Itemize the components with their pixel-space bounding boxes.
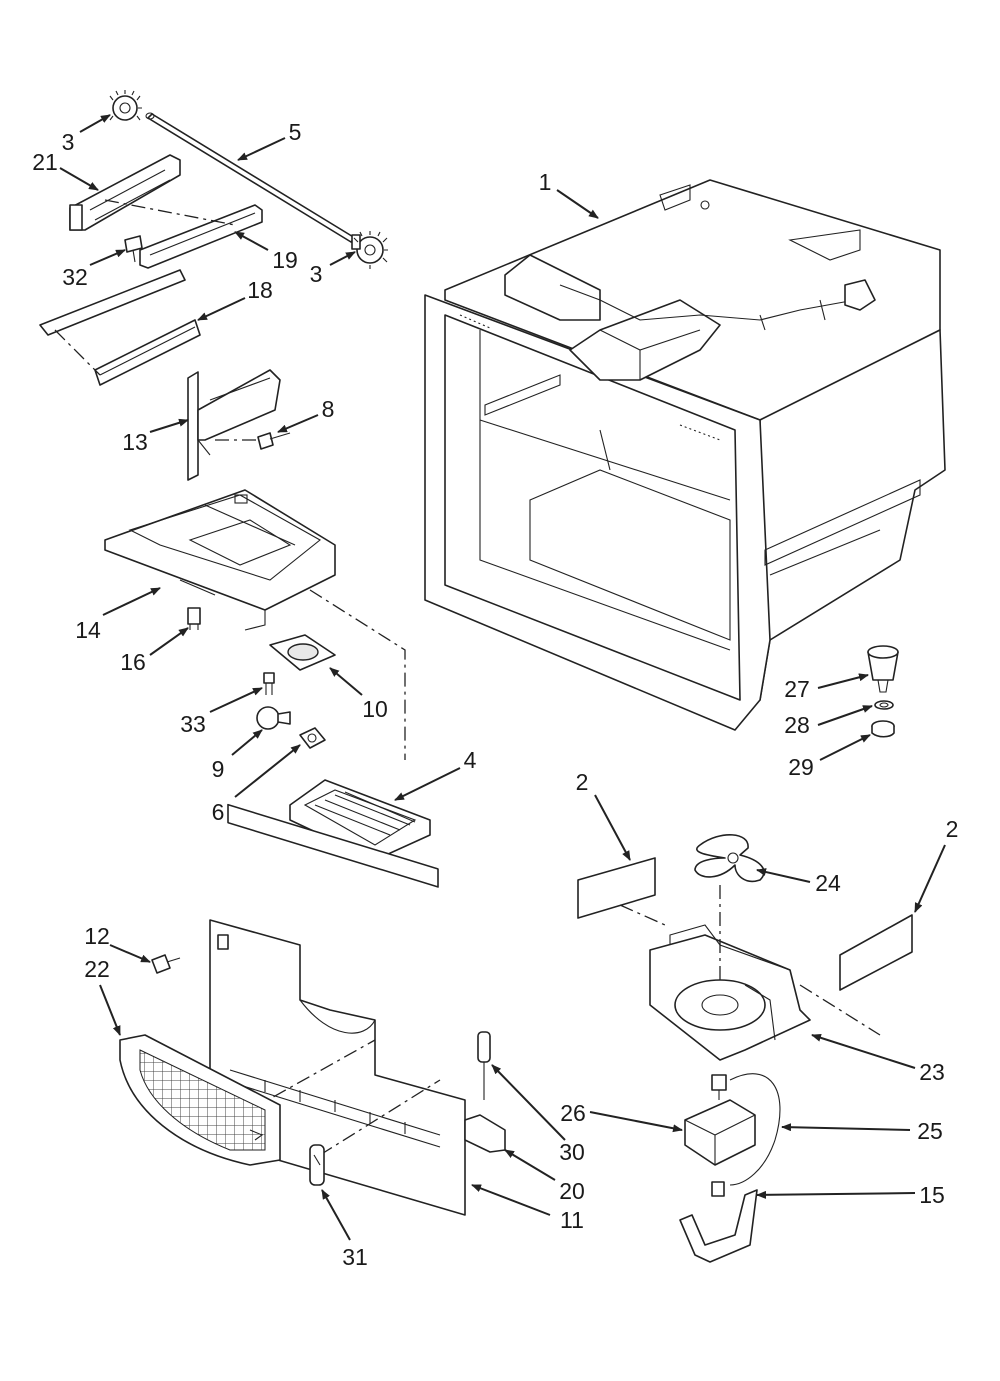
- rail-part-18: [39, 269, 201, 386]
- callout-3-right: 3: [310, 261, 323, 287]
- callout-14: 14: [75, 617, 101, 643]
- callout-18: 18: [247, 277, 273, 303]
- screw-part-33: [263, 672, 275, 695]
- bulb-part: [256, 706, 291, 730]
- callout-15: 15: [919, 1182, 945, 1208]
- callout-2-left: 2: [576, 769, 589, 795]
- screw-part-12: [151, 954, 181, 974]
- foam-strip-part: [464, 1114, 506, 1153]
- callout-1: 1: [539, 169, 552, 195]
- callout-3-top: 3: [62, 129, 75, 155]
- callout-11: 11: [560, 1207, 584, 1233]
- leader-lines: [59, 114, 946, 1241]
- callout-13: 13: [122, 429, 148, 455]
- slide-bracket-part: [69, 154, 181, 231]
- callout-24: 24: [815, 870, 841, 896]
- callout-20: 20: [559, 1178, 585, 1204]
- shelf-tray-part: [104, 489, 336, 631]
- bushing-part-29: [871, 720, 895, 738]
- light-housing-part: [269, 589, 406, 760]
- callout-5: 5: [289, 119, 302, 145]
- bracket-part-13: [187, 369, 281, 481]
- callout-labels: 3 5 21 32 19 3 18 13 8 14 16 33 10 9 6 4…: [32, 119, 958, 1270]
- gasket-part-left: [577, 857, 656, 919]
- callout-27: 27: [784, 676, 810, 702]
- callout-26: 26: [560, 1100, 586, 1126]
- callout-16: 16: [120, 649, 146, 675]
- callout-25: 25: [917, 1118, 943, 1144]
- callout-32: 32: [62, 264, 88, 290]
- lens-cover-part: [289, 779, 431, 861]
- callout-10: 10: [362, 696, 388, 722]
- callout-29: 29: [788, 754, 814, 780]
- callout-22: 22: [84, 956, 110, 982]
- callout-9: 9: [212, 756, 225, 782]
- callout-8: 8: [322, 396, 335, 422]
- callout-23: 23: [919, 1059, 945, 1085]
- sensor-part: [477, 1031, 491, 1100]
- callout-2-right: 2: [946, 816, 959, 842]
- callout-28: 28: [784, 712, 810, 738]
- callout-31: 31: [342, 1244, 368, 1270]
- callout-30: 30: [559, 1139, 585, 1165]
- switch-part-16: [187, 607, 201, 630]
- screw-part-8: [215, 432, 291, 450]
- grille-part: [119, 1034, 281, 1166]
- fan-shroud-part: [619, 885, 881, 1061]
- freezer-liner-part: [424, 179, 946, 731]
- callout-33: 33: [180, 711, 206, 737]
- fan-motor-part: [684, 1073, 781, 1186]
- callout-21: 21: [32, 149, 58, 175]
- gear-part-top: [109, 90, 142, 121]
- thermistor-part: [309, 1144, 325, 1186]
- motor-bracket-part: [679, 1181, 758, 1263]
- washer-part-28: [874, 700, 894, 710]
- screw-part-32: [124, 235, 143, 263]
- fan-blade-part: [694, 834, 765, 883]
- callout-12: 12: [84, 923, 110, 949]
- grommet-part-27: [867, 645, 899, 693]
- callout-6: 6: [212, 799, 225, 825]
- gasket-part-right: [839, 914, 913, 991]
- callout-4: 4: [464, 747, 477, 773]
- rail-part-19: [104, 199, 263, 269]
- gear-part-right: [351, 231, 388, 269]
- socket-part: [299, 727, 326, 749]
- callout-19: 19: [272, 247, 298, 273]
